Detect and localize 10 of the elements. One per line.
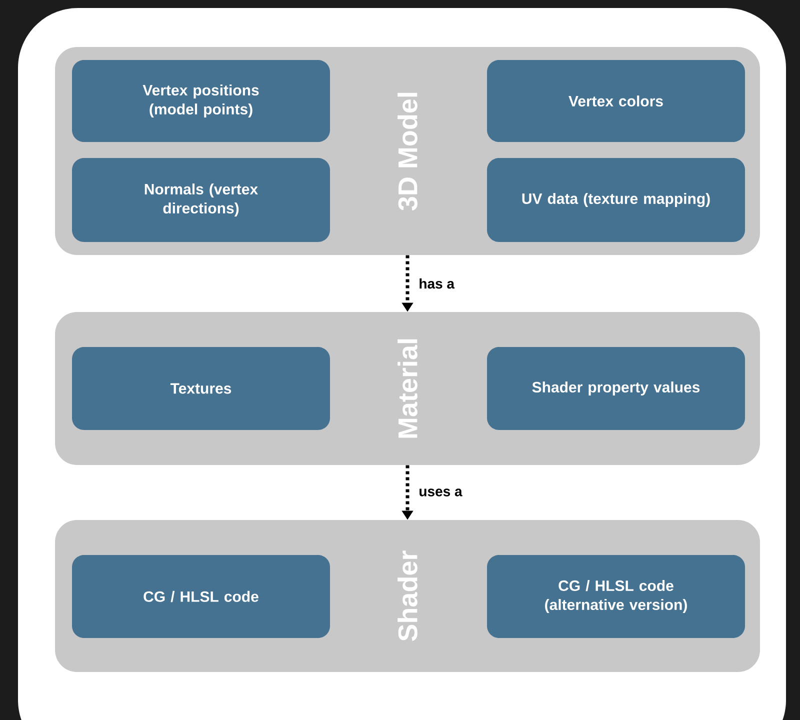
process-box: UV data (texture mapping) xyxy=(487,158,745,242)
process-box: Shader property values xyxy=(487,347,745,430)
edge-label: uses a xyxy=(418,488,464,498)
process-box: Textures xyxy=(72,347,330,430)
process-box: Vertex positions (model points) xyxy=(72,60,330,142)
process-box: CG / HLSL code xyxy=(72,555,330,638)
process-box: Vertex colors xyxy=(487,60,745,142)
process-box: CG / HLSL code (alternative version) xyxy=(487,555,745,638)
edge-label: has a xyxy=(418,277,456,290)
process-box: Normals (vertex directions) xyxy=(72,158,330,242)
